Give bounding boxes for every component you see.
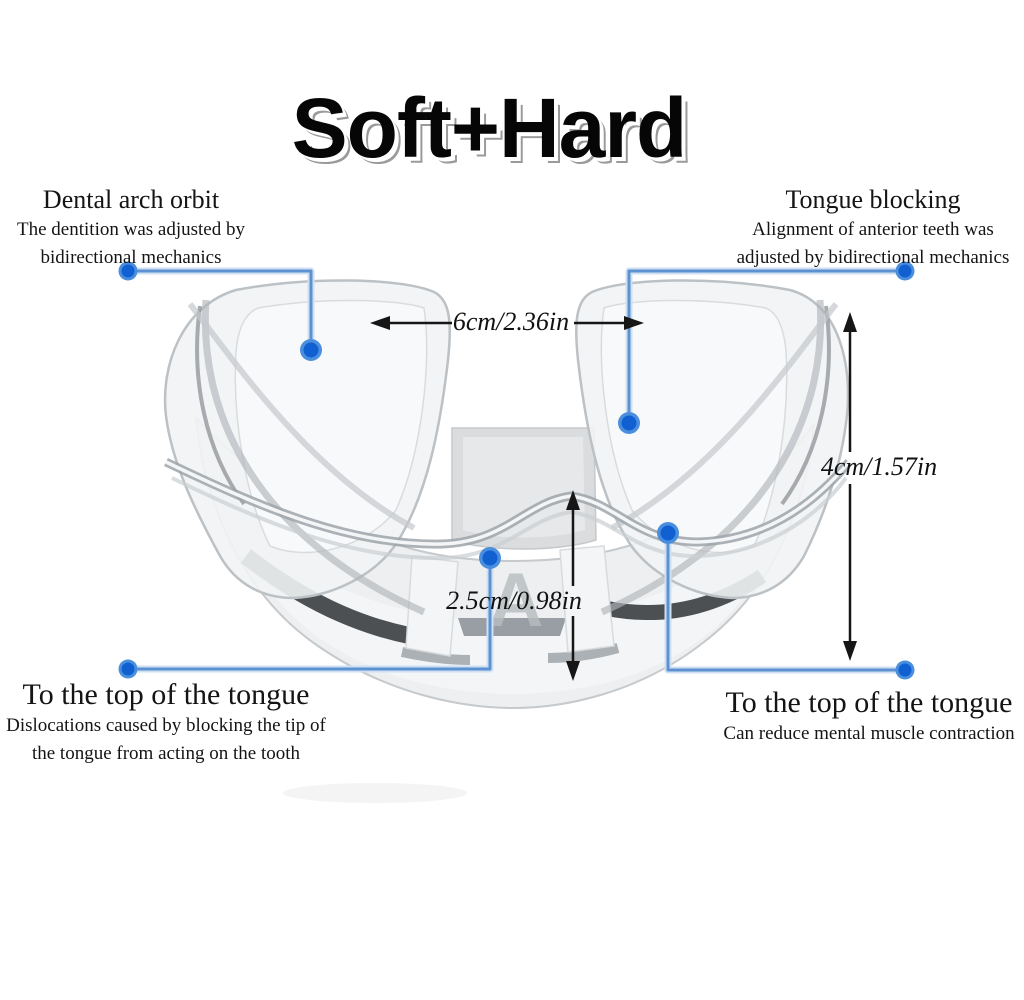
callout-connectors [124, 267, 909, 674]
dot-product-bottom-right [657, 522, 679, 544]
gray-band-right [547, 643, 620, 663]
callout-heading: Dental arch orbit [42, 185, 220, 214]
callout-line: The dentition was adjusted by [17, 219, 245, 240]
wing-left [163, 279, 451, 616]
watermark-letter: A [489, 558, 544, 643]
dimension-arrow-width [370, 316, 644, 330]
dot-label-bottom-right [895, 660, 915, 680]
callout-tongue-blocking: Tongue blocking Alignment of anterior te… [722, 184, 1024, 272]
dot-product-top-left [300, 339, 322, 361]
mouthguard-front-face [240, 520, 776, 694]
callout-line: Alignment of anterior teeth was [752, 219, 994, 240]
rear-panel-face [463, 437, 585, 538]
ground-shadow [283, 783, 467, 803]
callout-tongue-top-left: To the top of the tongue Dislocations ca… [0, 678, 332, 768]
callout-heading: To the top of the tongue [22, 678, 310, 711]
mouthguard-photo: A [163, 279, 853, 803]
callout-line: Dislocations caused by blocking the tip … [6, 715, 326, 736]
callout-tongue-top-right: To the top of the tongue Can reduce ment… [706, 686, 1024, 748]
dot-label-top-left [118, 261, 138, 281]
connector-bottom-right [664, 538, 909, 674]
callout-line: the tongue from acting on the tooth [31, 743, 301, 764]
gray-band-left [400, 647, 471, 665]
dimension-arrow-depth [566, 490, 580, 681]
callout-dental-arch-orbit: Dental arch orbit The dentition was adju… [0, 184, 262, 272]
measurement-width-label: 6cm/2.36in [452, 307, 570, 336]
dot-label-top-right [895, 261, 915, 281]
wire-wave [164, 457, 853, 561]
center-gray-bar [458, 618, 566, 636]
dot-product-top-right [618, 412, 640, 434]
connector-top-right [625, 267, 909, 418]
measurement-depth-label: 2.5cm/0.98in [446, 586, 582, 615]
callout-line: adjusted by bidirectional mechanics [736, 247, 1010, 268]
page-title: Soft+Hard [291, 81, 688, 175]
dimension-arrow-height [843, 312, 857, 661]
callout-heading: To the top of the tongue [725, 686, 1013, 719]
callout-dots [118, 261, 915, 680]
measurement-height-label: 4cm/1.57in [820, 452, 938, 481]
callout-line: Can reduce mental muscle contraction [723, 723, 1015, 744]
connector-top-left [124, 267, 315, 345]
dimension-arrows [370, 312, 857, 681]
dot-label-bottom-left [118, 659, 138, 679]
callout-heading: Tongue blocking [785, 185, 961, 214]
dot-product-bottom-left [479, 547, 501, 569]
callout-line: bidirectional mechanics [40, 247, 222, 268]
connector-bottom-left [124, 563, 494, 673]
